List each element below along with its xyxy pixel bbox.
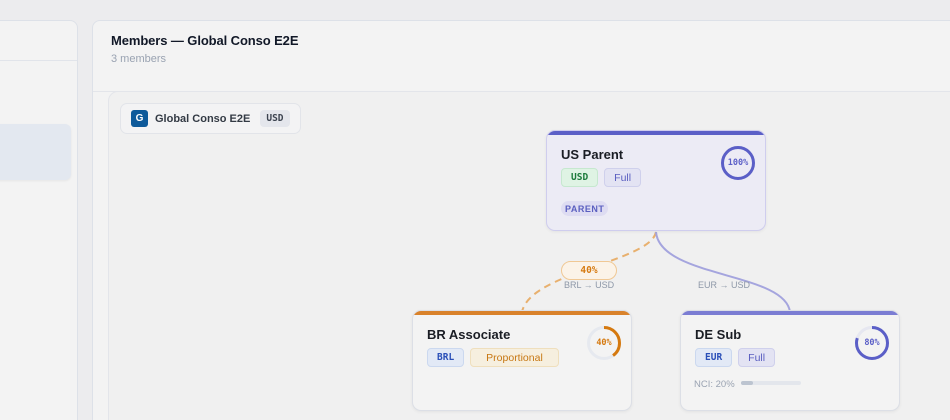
ownership-ring: 100% [720, 145, 756, 181]
ownership-ring: 40% [586, 325, 622, 361]
left-panel [0, 20, 78, 420]
edge-ownership-pill: 40% [561, 261, 617, 280]
ownership-percent: 40% [596, 338, 612, 348]
method-tag: Proportional [470, 348, 559, 367]
currency-tag: BRL [427, 348, 465, 367]
group-chip[interactable]: G Global Conso E2E USD [120, 103, 301, 134]
members-header: Members — Global Conso E2E 3 members [111, 33, 298, 65]
method-tag: Full [604, 168, 642, 187]
group-avatar: G [131, 110, 148, 127]
group-currency-badge: USD [260, 110, 290, 127]
ownership-percent: 100% [727, 158, 749, 168]
ownership-ring-icon [855, 326, 889, 360]
currency-tag: USD [561, 168, 599, 187]
method-tag: Full [738, 348, 776, 367]
node-name: BR Associate [427, 327, 511, 342]
member-count: 3 members [111, 53, 167, 65]
node-accent-bar [681, 311, 899, 315]
edge-fx-label-brl: BRL → USD [564, 280, 615, 290]
nci-progress-bar [740, 380, 801, 385]
left-panel-divider [0, 60, 77, 61]
ownership-ring-icon [587, 326, 621, 360]
currency-tag: EUR [695, 348, 733, 367]
node-name: US Parent [561, 147, 624, 162]
node-name: DE Sub [695, 327, 742, 342]
node-br-associate[interactable]: BR Associate BRL Proportional 40% [412, 310, 632, 411]
page-title: Members — Global Conso E2E [111, 33, 299, 48]
nci-progress-fill [740, 380, 753, 385]
nci-label: NCI: 20% [694, 379, 735, 390]
edge-fx-label-eur: EUR → USD [698, 280, 751, 290]
node-de-sub[interactable]: DE Sub EUR Full NCI: 20% 80% [680, 310, 900, 411]
node-us-parent[interactable]: US Parent USD Full PARENT 100% [546, 130, 766, 231]
role-badge: PARENT [561, 201, 609, 216]
node-accent-bar [413, 311, 631, 315]
selected-list-item[interactable] [0, 124, 71, 180]
nci-indicator: NCI: 20% [694, 379, 801, 390]
ownership-ring: 80% [854, 325, 890, 361]
ownership-ring-icon [721, 146, 755, 180]
ownership-percent: 80% [864, 338, 880, 348]
node-accent-bar [547, 131, 765, 135]
group-name: Global Conso E2E [155, 112, 251, 125]
